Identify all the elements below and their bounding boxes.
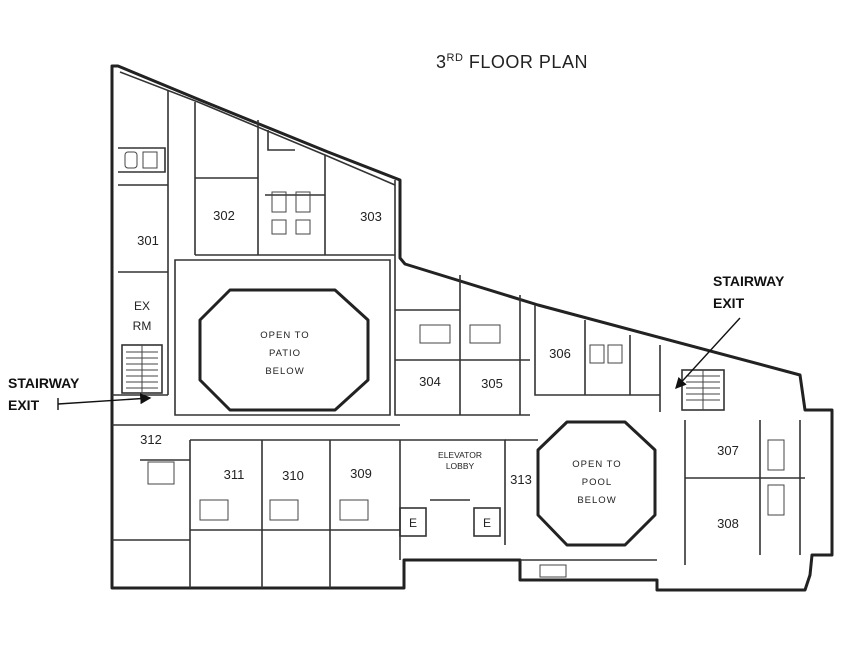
elevator-lobby: ELEVATOR LOBBY <box>438 450 482 471</box>
title-floor-number: 3 <box>436 52 447 72</box>
stairway-exit-left-line1: STAIRWAY <box>8 375 80 391</box>
pool-label-line1: OPEN TO <box>572 459 621 470</box>
room-305-label: 305 <box>481 376 503 391</box>
room-303-label: 303 <box>360 209 382 224</box>
room-301-label: 301 <box>137 233 159 248</box>
elevator-1 <box>399 507 427 537</box>
room-308-label: 308 <box>717 516 739 531</box>
stairway-exit-right-callout: STAIRWAY EXIT <box>713 270 784 314</box>
pool-courtyard: OPEN TO POOL BELOW <box>536 420 657 547</box>
elevator-2 <box>473 507 501 537</box>
stairway-exit-left-arrow <box>57 393 152 405</box>
stairway-exit-left-callout: STAIRWAY EXIT <box>8 372 79 416</box>
outer-walls <box>110 64 834 592</box>
room-309-label: 309 <box>350 466 372 481</box>
patio-label-line2: PATIO <box>269 348 301 359</box>
stairway-exit-right-line1: STAIRWAY <box>713 273 785 289</box>
stair-east <box>681 369 725 411</box>
room-302-label: 302 <box>213 208 235 223</box>
patio-courtyard: OPEN TO PATIO BELOW <box>174 259 391 416</box>
patio-opening <box>198 288 370 412</box>
exercise-room: EX RM <box>133 299 152 333</box>
fixtures <box>124 151 785 578</box>
ex-room-label-line1: EX <box>134 299 150 313</box>
elevators: E E <box>399 507 501 537</box>
room-307-label: 307 <box>717 443 739 458</box>
patio-label-line3: BELOW <box>265 366 304 377</box>
exit-arrows <box>57 317 741 410</box>
pool-label-line2: POOL <box>582 477 612 488</box>
stairway-exit-left-line2: EXIT <box>8 397 40 413</box>
room-312-label: 312 <box>140 432 162 447</box>
elevator-lobby-label-line2: LOBBY <box>446 461 475 471</box>
room-labels: 301 302 303 304 305 306 307 308 309 310 … <box>137 208 739 531</box>
room-313-label: 313 <box>510 472 532 487</box>
pool-label-line3: BELOW <box>577 495 616 506</box>
title-text: FLOOR PLAN <box>468 52 588 72</box>
plan-title: 3RD FLOOR PLAN <box>436 52 588 73</box>
room-310-label: 310 <box>282 468 304 483</box>
patio-label-line1: OPEN TO <box>260 330 309 341</box>
interior-walls <box>112 90 805 588</box>
elevator-1-label: E <box>409 516 417 530</box>
stairway-exit-right-line2: EXIT <box>713 295 745 311</box>
stair-west <box>121 344 163 394</box>
stairway-exit-right-arrow <box>675 317 741 390</box>
room-306-label: 306 <box>549 346 571 361</box>
title-ordinal: RD <box>446 52 464 64</box>
room-311-label: 311 <box>224 467 245 482</box>
elevator-lobby-label-line1: ELEVATOR <box>438 450 482 460</box>
elevator-2-label: E <box>483 516 491 530</box>
ex-room-label-line2: RM <box>133 319 152 333</box>
pool-opening <box>536 420 657 547</box>
room-304-label: 304 <box>419 374 441 389</box>
